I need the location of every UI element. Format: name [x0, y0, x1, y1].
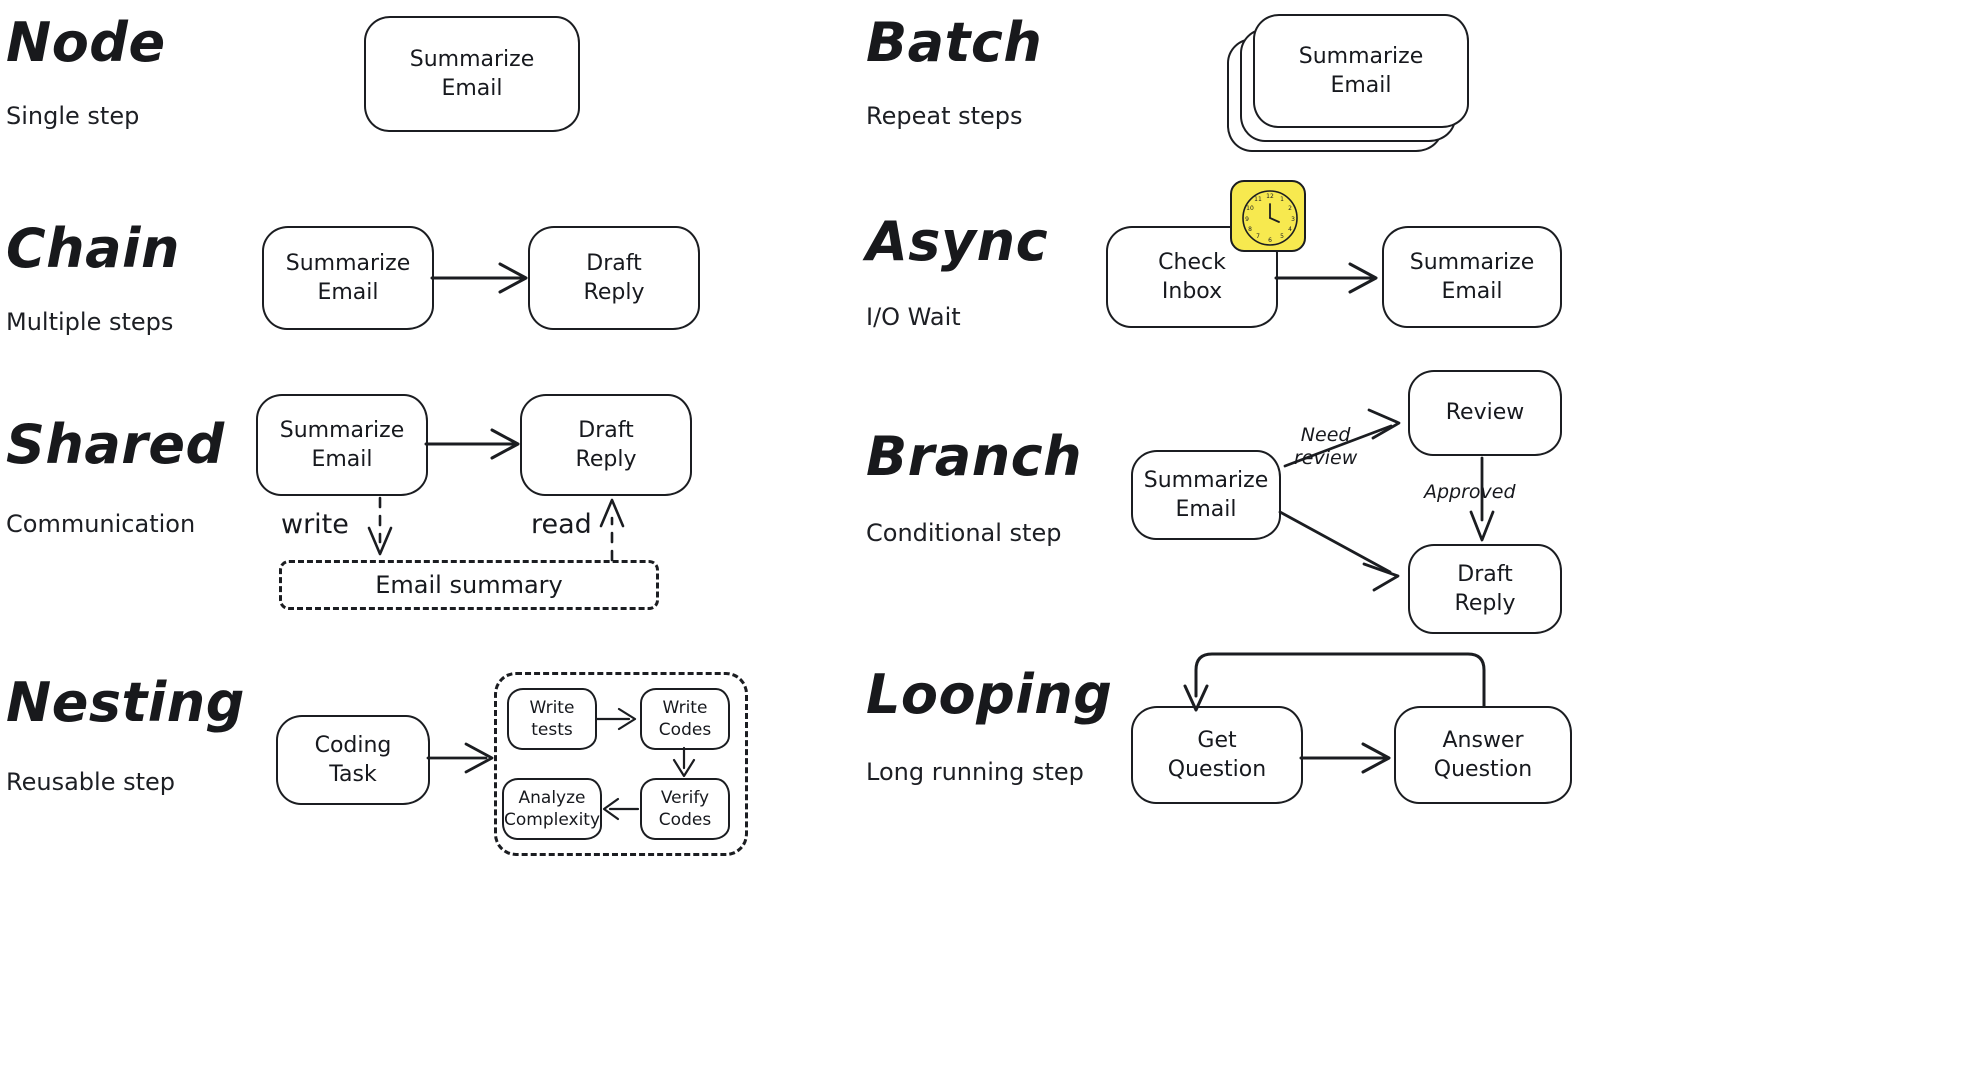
- node-label: Get Question: [1167, 727, 1267, 782]
- pattern-title-shared: Shared: [6, 413, 225, 476]
- shared-read-label: read: [531, 509, 592, 540]
- pattern-subtitle-nesting: Reusable step: [6, 768, 175, 796]
- shared-store-email-summary[interactable]: Email summary: [279, 560, 659, 610]
- pattern-title-chain: Chain: [6, 217, 180, 280]
- svg-text:11: 11: [1254, 196, 1262, 203]
- nesting-subnode-verify-codes[interactable]: Verify Codes: [640, 778, 730, 840]
- branch-edge-label-approved: Approved: [1424, 481, 1516, 503]
- pattern-title-nesting: Nesting: [6, 671, 245, 734]
- node-label: Analyze Complexity: [504, 787, 601, 830]
- shared-write-label: write: [281, 509, 349, 540]
- pattern-title-batch: Batch: [866, 11, 1043, 74]
- chain-node-summarize-email[interactable]: Summarize Email: [262, 226, 434, 330]
- branch-node-summarize-email[interactable]: Summarize Email: [1131, 450, 1281, 540]
- svg-text:9: 9: [1245, 216, 1249, 223]
- node-label: Summarize Email: [1298, 43, 1424, 98]
- pattern-title-node: Node: [6, 11, 166, 74]
- branch-node-review[interactable]: Review: [1408, 370, 1562, 456]
- shared-arrow-main: [424, 428, 520, 460]
- pattern-title-looping: Looping: [866, 663, 1113, 726]
- chain-node-draft-reply[interactable]: Draft Reply: [528, 226, 700, 330]
- pattern-subtitle-branch: Conditional step: [866, 519, 1062, 547]
- node-label: Summarize Email: [285, 250, 411, 305]
- node-label: Summarize Email: [1409, 249, 1535, 304]
- shared-write-arrow: [367, 496, 393, 556]
- branch-arrow-approved: [1469, 456, 1495, 542]
- looping-node-get-question[interactable]: Get Question: [1131, 706, 1303, 804]
- branch-node-draft-reply[interactable]: Draft Reply: [1408, 544, 1562, 634]
- svg-text:2: 2: [1288, 205, 1292, 212]
- shared-store-label: Email summary: [375, 571, 563, 599]
- clock-icon: 12 1 2 3 4 5 6 7 8 9 10 11: [1230, 180, 1306, 252]
- nesting-subnode-analyze-complexity[interactable]: Analyze Complexity: [502, 778, 602, 840]
- svg-text:12: 12: [1266, 193, 1274, 200]
- pattern-subtitle-looping: Long running step: [866, 758, 1084, 786]
- node-label: Draft Reply: [583, 250, 645, 305]
- nesting-arrow-codes-to-verify: [672, 746, 696, 778]
- pattern-subtitle-shared: Communication: [6, 510, 196, 538]
- pattern-subtitle-batch: Repeat steps: [866, 102, 1023, 130]
- looping-arrow-back: [1183, 652, 1486, 712]
- node-label: Draft Reply: [1454, 561, 1516, 616]
- shared-node-summarize-email[interactable]: Summarize Email: [256, 394, 428, 496]
- svg-text:8: 8: [1248, 226, 1252, 233]
- nesting-subnode-write-tests[interactable]: Write tests: [507, 688, 597, 750]
- pattern-title-async: Async: [866, 210, 1049, 273]
- pattern-subtitle-node: Single step: [6, 102, 140, 130]
- svg-text:4: 4: [1288, 226, 1292, 233]
- svg-text:7: 7: [1256, 233, 1260, 240]
- node-summarize-email[interactable]: Summarize Email: [364, 16, 580, 132]
- node-label: Write Codes: [658, 697, 712, 740]
- async-node-summarize-email[interactable]: Summarize Email: [1382, 226, 1562, 328]
- pattern-subtitle-async: I/O Wait: [866, 303, 961, 331]
- batch-card-front[interactable]: Summarize Email: [1253, 14, 1469, 128]
- nesting-subnode-write-codes[interactable]: Write Codes: [640, 688, 730, 750]
- node-label: Write tests: [529, 697, 575, 740]
- branch-edge-label-need-review: Need review: [1294, 424, 1358, 469]
- branch-arrow-to-review: [1283, 408, 1401, 468]
- svg-text:3: 3: [1291, 216, 1295, 223]
- async-arrow: [1274, 262, 1378, 294]
- svg-text:5: 5: [1280, 233, 1284, 240]
- nesting-subflow-container: [494, 672, 748, 856]
- node-label: Check Inbox: [1158, 249, 1226, 304]
- node-label: Coding Task: [314, 732, 392, 787]
- async-node-check-inbox[interactable]: Check Inbox: [1106, 226, 1278, 328]
- nesting-arrow-tests-to-codes: [595, 707, 637, 731]
- pattern-title-branch: Branch: [866, 425, 1083, 488]
- shared-node-draft-reply[interactable]: Draft Reply: [520, 394, 692, 496]
- node-label: Summarize Email: [1143, 467, 1269, 522]
- svg-text:1: 1: [1280, 196, 1284, 203]
- node-label: Summarize Email: [409, 46, 535, 101]
- nesting-node-coding-task[interactable]: Coding Task: [276, 715, 430, 805]
- nesting-arrow-into-subflow: [426, 742, 494, 774]
- node-label: Review: [1445, 400, 1525, 426]
- clock-face: 12 1 2 3 4 5 6 7 8 9 10 11: [1242, 190, 1298, 246]
- node-label: Draft Reply: [575, 417, 637, 472]
- svg-text:6: 6: [1268, 237, 1272, 244]
- chain-arrow: [430, 262, 528, 294]
- node-label: Answer Question: [1433, 727, 1533, 782]
- pattern-subtitle-chain: Multiple steps: [6, 308, 174, 336]
- nesting-arrow-verify-to-analyze: [602, 797, 640, 821]
- shared-read-arrow: [599, 498, 625, 562]
- looping-arrow-forward: [1299, 742, 1391, 774]
- looping-node-answer-question[interactable]: Answer Question: [1394, 706, 1572, 804]
- branch-arrow-to-draft: [1278, 510, 1400, 592]
- node-label: Verify Codes: [658, 787, 712, 830]
- svg-text:10: 10: [1246, 205, 1254, 212]
- node-label: Summarize Email: [279, 417, 405, 472]
